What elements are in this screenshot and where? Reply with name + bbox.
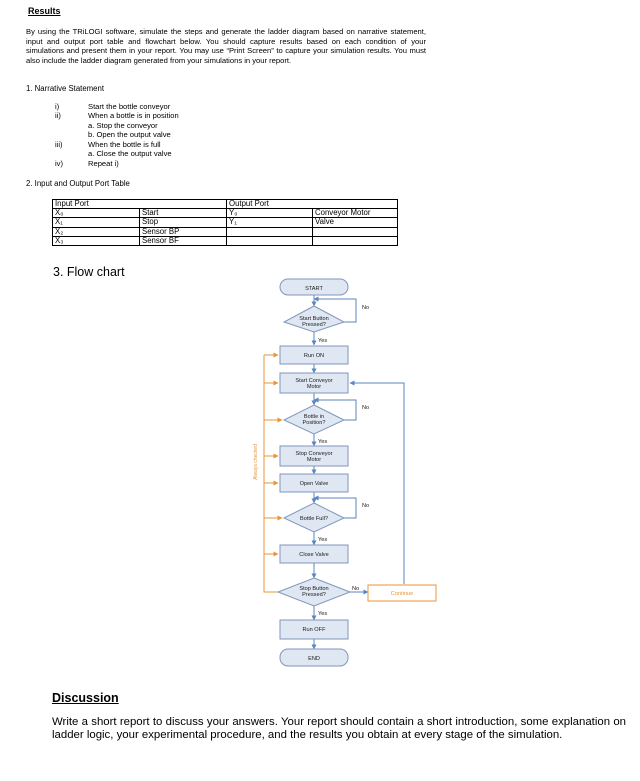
narrative-num: ii) [55,111,61,120]
narrative-text: Start the bottle conveyor [88,102,171,111]
narrative-num: iii) [55,140,63,149]
no-label: No [362,305,369,311]
flow-arrow [313,495,357,519]
narrative-heading: 1. Narrative Statement [26,84,105,93]
always-checked-label: Always checked [253,444,259,480]
no-label: No [352,586,359,592]
table-cell [312,235,398,247]
no-label: No [362,405,369,411]
narrative-text: When the bottle is full [88,140,161,149]
yes-label: Yes [318,611,327,617]
start-label: START [305,286,323,292]
narrative-text: b. Open the output valve [88,130,171,139]
start-button-decision [282,305,346,333]
stop-conveyor-label: Stop Conveyor [295,451,332,457]
open-valve-box [279,473,349,493]
narrative-num: i) [55,102,60,111]
start-conveyor-label: Motor [307,384,321,390]
start-conveyor-box [279,372,349,394]
table-cell: Conveyor Motor [312,208,398,219]
run-on-label: Run ON [304,353,324,359]
yes-label: Yes [318,439,327,445]
narrative-text: a. Stop the conveyor [88,121,158,130]
always-checked-line [263,355,278,593]
continue-label: Continue [391,591,413,597]
stop-conveyor-label: Motor [307,457,321,463]
start-terminator [279,278,349,296]
narrative-text: Repeat i) [88,159,119,168]
start-button-label: Pressed? [302,322,326,328]
end-label: END [308,656,320,662]
stop-conveyor-box [279,445,349,467]
close-valve-label: Close Valve [299,552,328,558]
run-on-box [279,345,349,365]
bottle-full-label: Bottle Full? [300,516,328,522]
flowchart-heading: 3. Flow chart [53,265,125,279]
stop-button-label: Stop Button [299,586,328,592]
start-button-label: Start Button [299,316,329,322]
port-table: Input Port Output Port X₀ Start Y₀ Conve… [52,198,398,247]
yes-label: Yes [318,338,327,344]
narrative-text: a. Close the output valve [88,149,172,158]
yes-label: Yes [318,537,327,543]
port-table-heading: 2. Input and Output Port Table [26,179,130,188]
narrative-num: iv) [55,159,64,168]
no-label: No [362,503,369,509]
continue-box [367,584,437,602]
flow-arrow [313,397,357,421]
run-off-label: Run OFF [302,627,326,633]
run-off-box [279,619,349,640]
start-conveyor-label: Start Conveyor [295,378,332,384]
table-row: X₃ Sensor BF [52,235,398,247]
bottle-position-label: Position? [302,420,325,426]
results-heading: Results [28,6,61,16]
stop-button-decision [276,577,352,607]
end-terminator [279,648,349,667]
results-intro-paragraph: By using the TRiLOGI software, simulate … [26,27,426,65]
discussion-heading: Discussion [52,691,119,705]
stop-button-label: Pressed? [302,592,326,598]
bottle-full-decision [282,502,346,533]
continue-loop-arrow [349,380,405,584]
open-valve-label: Open Valve [300,481,329,487]
discussion-body: Write a short report to discuss your ans… [52,716,626,741]
flow-arrow [313,296,357,323]
bottle-position-label: Bottle in [304,414,324,420]
close-valve-box [279,544,349,564]
narrative-text: When a bottle is in position [88,111,179,120]
bottle-position-decision [282,404,346,435]
